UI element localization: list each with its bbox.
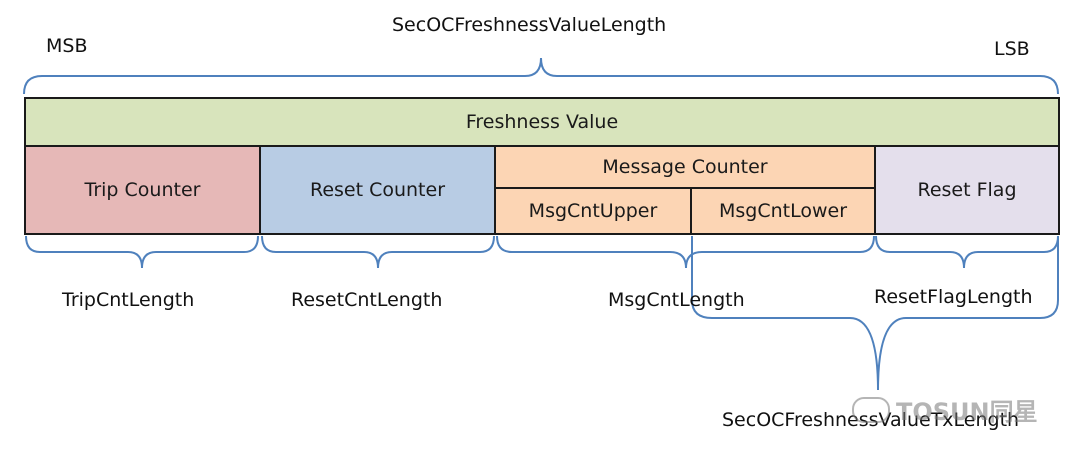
message-counter-label: Message Counter	[602, 156, 768, 178]
top-brace	[23, 57, 1059, 95]
msg-cnt-length-label: MsgCntLength	[608, 289, 745, 311]
freshness-value-box: Freshness Value	[24, 97, 1060, 147]
reset-flag-length-label: ResetFlagLength	[874, 286, 1033, 308]
trip-cnt-length-label: TripCntLength	[62, 289, 195, 311]
watermark-text: TOSUN同星	[896, 398, 1038, 426]
tx-brace	[691, 236, 1059, 391]
msb-label: MSB	[46, 35, 88, 57]
msg-cnt-upper-box: MsgCntUpper	[494, 187, 692, 235]
flag-brace	[875, 235, 1059, 269]
reset-cnt-length-label: ResetCntLength	[291, 289, 443, 311]
msg-cnt-lower-label: MsgCntLower	[718, 200, 848, 222]
trip-brace	[25, 235, 259, 269]
tx-length-label: SecOCFreshnessValueTxLength	[722, 409, 1020, 431]
reset-counter-box: Reset Counter	[259, 145, 496, 235]
watermark: TOSUN同星	[852, 392, 1038, 427]
total-length-label: SecOCFreshnessValueLength	[392, 14, 667, 36]
reset-flag-label: Reset Flag	[917, 179, 1017, 201]
msg-cnt-upper-label: MsgCntUpper	[528, 200, 658, 222]
reset-counter-label: Reset Counter	[309, 179, 446, 201]
reset-brace	[261, 235, 495, 269]
reset-flag-box: Reset Flag	[874, 145, 1060, 235]
lsb-label: LSB	[994, 38, 1030, 60]
msg-cnt-lower-box: MsgCntLower	[690, 187, 876, 235]
chat-bubble-icon	[852, 397, 890, 423]
trip-counter-label: Trip Counter	[84, 179, 201, 201]
msg-brace	[496, 235, 875, 269]
trip-counter-box: Trip Counter	[24, 145, 261, 235]
message-counter-box: Message Counter	[494, 145, 876, 189]
freshness-value-label: Freshness Value	[465, 111, 619, 133]
